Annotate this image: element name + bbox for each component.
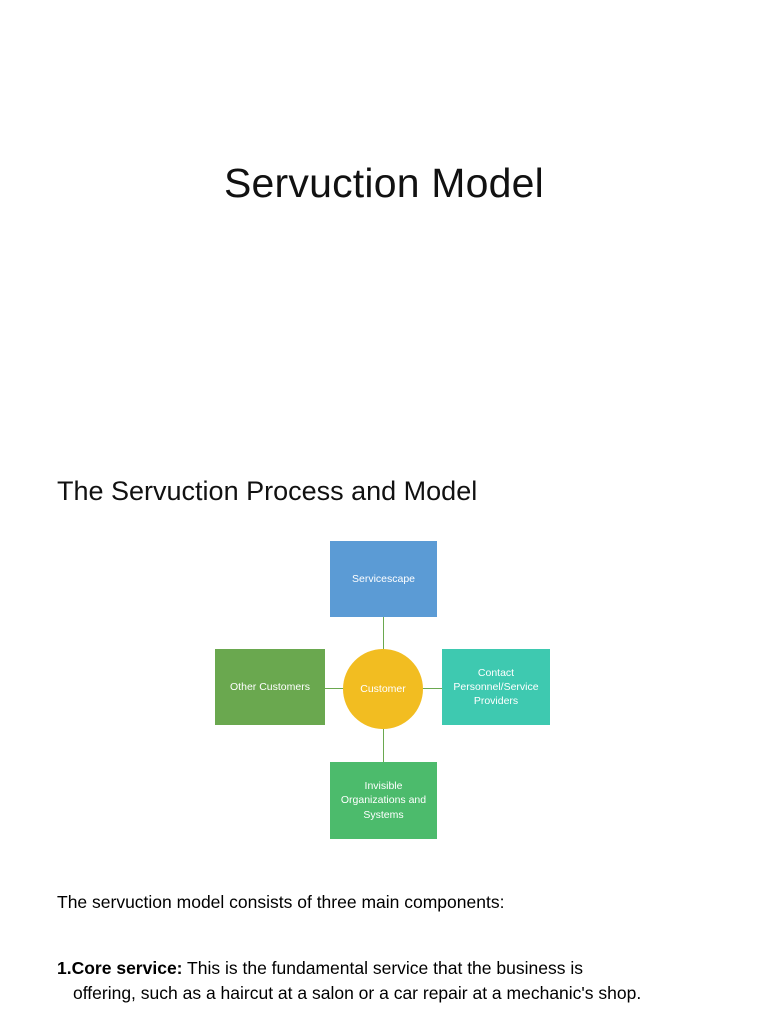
connector-servicescape-customer <box>383 617 384 651</box>
list-item-text-first-line: This is the fundamental service that the… <box>182 958 583 978</box>
section-heading: The Servuction Process and Model <box>57 476 478 506</box>
diagram-node-invisible-organizations: Invisible Organizations and Systems <box>330 762 437 839</box>
diagram-node-other-customers: Other Customers <box>215 649 325 725</box>
intro-paragraph: The servuction model consists of three m… <box>57 892 505 912</box>
list-item: 1.Core service: This is the fundamental … <box>57 956 697 1007</box>
list-item-term: Core service: <box>71 958 183 978</box>
page-title: Servuction Model <box>224 160 544 206</box>
servuction-diagram: Servicescape Other Customers Customer Co… <box>210 536 560 841</box>
list-item-text-rest: offering, such as a haircut at a salon o… <box>73 983 642 1004</box>
connector-invisible-customer <box>383 727 384 763</box>
list-item-number: 1. <box>57 958 72 978</box>
component-list: 1.Core service: This is the fundamental … <box>57 956 697 1007</box>
connector-contact-customer <box>420 688 444 689</box>
diagram-node-contact-personnel: Contact Personnel/Service Providers <box>442 649 550 725</box>
diagram-node-servicescape: Servicescape <box>330 541 437 617</box>
diagram-node-customer: Customer <box>343 649 423 729</box>
connector-other-customers-customer <box>324 688 346 689</box>
